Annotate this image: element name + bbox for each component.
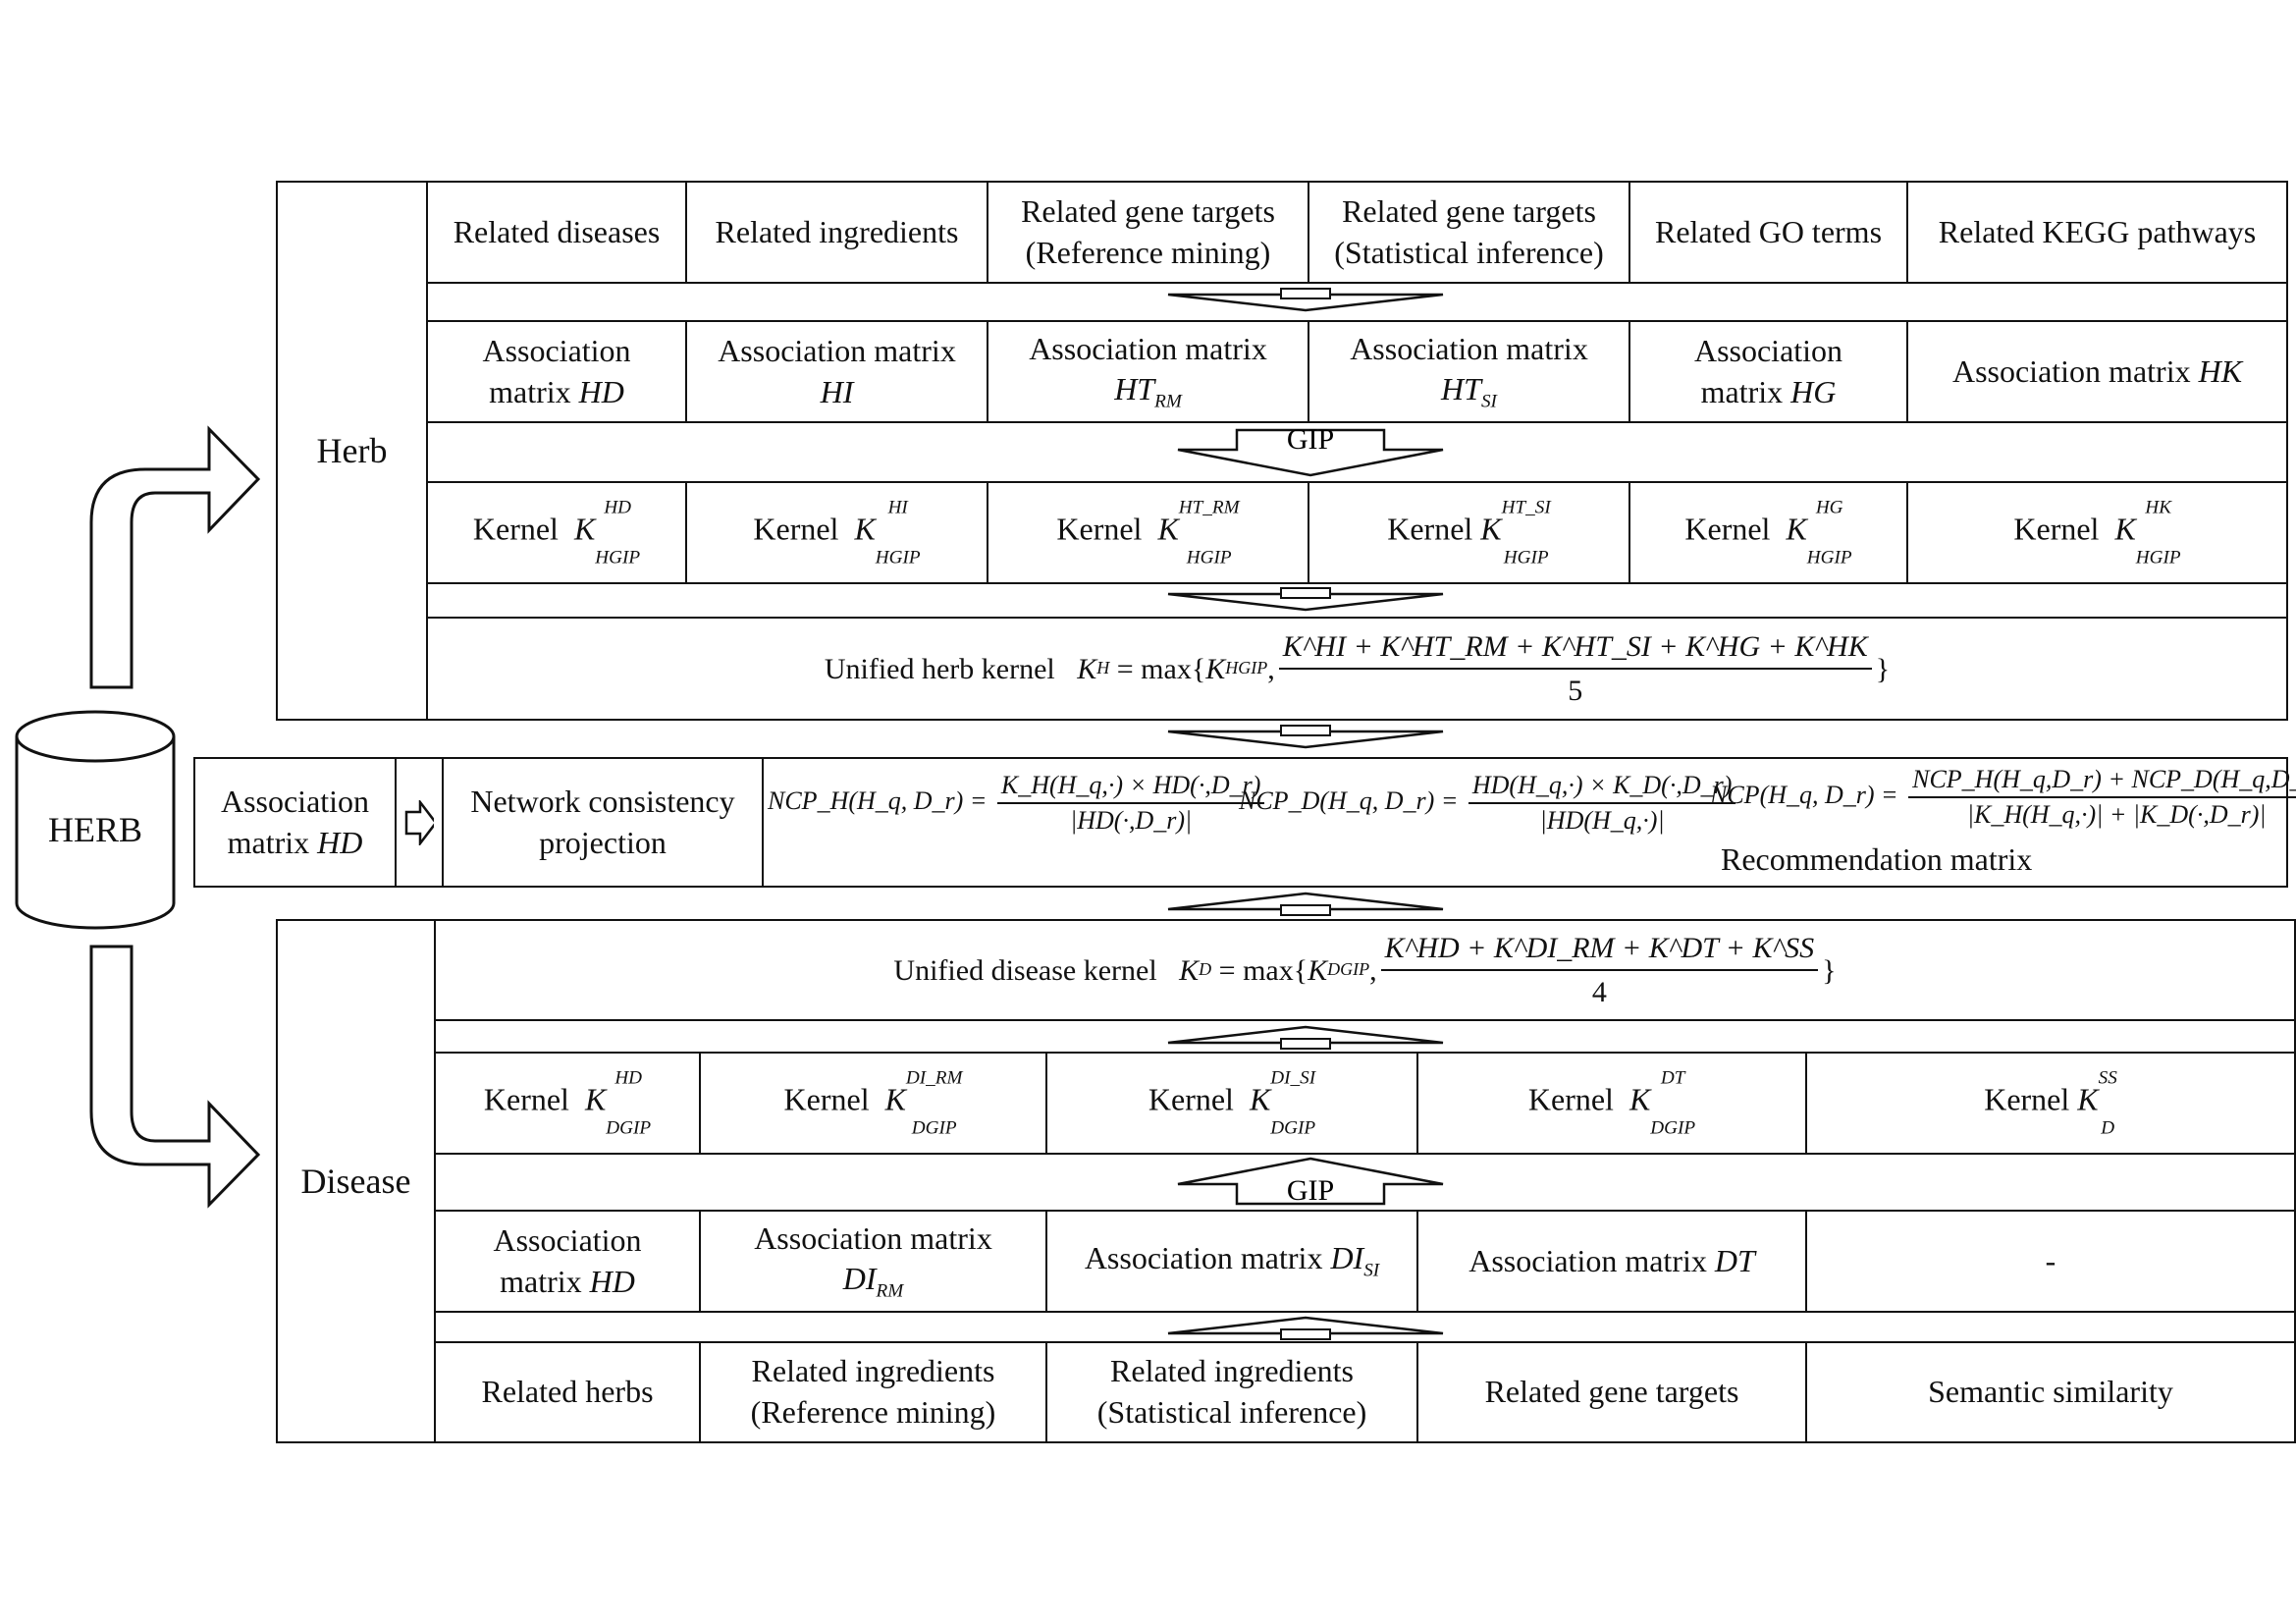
disease-matrix-empty: - <box>1805 1210 2296 1313</box>
disease-source-herbs: Related herbs <box>434 1341 701 1443</box>
disease-source-targets: Related gene targets <box>1416 1341 1807 1443</box>
herb-database-icon <box>15 710 176 930</box>
herb-arrow-kernels-to-unified <box>1167 587 1444 612</box>
disease-gip-label: GIP <box>1287 1174 1334 1207</box>
herb-label-cell: Herb <box>276 181 428 721</box>
disease-arrow-kernels-to-unified <box>1167 1025 1444 1050</box>
herb-matrix-hk: Association matrix HK <box>1906 320 2288 423</box>
disease-label-cell: Disease <box>276 919 436 1443</box>
herb-arrow-sources-to-matrices <box>1167 288 1444 312</box>
recommendation-matrix-label: Recommendation matrix <box>1721 841 2033 877</box>
disease-source-semantic: Semantic similarity <box>1805 1341 2296 1443</box>
herb-gip-arrow: GIP <box>1177 428 1444 477</box>
disease-source-ingredients-rm: Related ingredients (Reference mining) <box>699 1341 1047 1443</box>
herb-matrix-hd: Association matrix HD <box>426 320 687 423</box>
disease-matrix-dt: Association matrix DT <box>1416 1210 1807 1313</box>
ncp-formula-cell <box>762 757 2288 888</box>
disease-arrow-sources-to-matrices <box>1167 1316 1444 1340</box>
ncp-label: Network consistency projection <box>442 757 764 888</box>
herb-gip-label: GIP <box>1287 428 1334 456</box>
herb-source-ingredients: Related ingredients <box>685 181 988 284</box>
herb-matrix-ht-rm: Association matrix HTRM <box>987 320 1309 423</box>
disease-matrix-di-rm: Association matrix DIRM <box>699 1210 1047 1313</box>
herb-label: Herb <box>316 431 388 470</box>
disease-source-ingredients-si: Related ingredients (Statistical inferen… <box>1045 1341 1418 1443</box>
right-arrow-icon <box>404 799 434 845</box>
ncp-h-formula: NCP_H(H_q, D_r) = K_H(H_q,·) × HD(·,D_r)… <box>768 771 1268 836</box>
herb-matrix-hg: Association matrix HG <box>1629 320 1908 423</box>
herb-source-targets-rm: Related gene targets (Reference mining) <box>987 181 1309 284</box>
center-assoc-matrix-hd: Association matrix HD <box>193 757 397 888</box>
disease-matrix-hd: Association matrix HD <box>434 1210 701 1313</box>
arrow-cell <box>395 757 444 888</box>
curved-arrow-to-disease <box>89 945 261 1209</box>
disease-gip-arrow: GIP <box>1177 1157 1444 1207</box>
disease-label: Disease <box>300 1162 411 1201</box>
herb-source-targets-si: Related gene targets (Statistical infere… <box>1308 181 1630 284</box>
ncp-d-formula: NCP_D(H_q, D_r) = HD(H_q,·) × K_D(·,D_r)… <box>1239 771 1739 836</box>
herb-source-go: Related GO terms <box>1629 181 1908 284</box>
herb-database-label: HERB <box>47 809 142 849</box>
disease-matrix-di-si: Association matrix DISI <box>1045 1210 1418 1313</box>
herb-arrow-to-ncp <box>1167 725 1444 749</box>
herb-matrix-ht-si: Association matrix HTSI <box>1308 320 1630 423</box>
ncp-formula: NCP(H_q, D_r) = NCP_H(H_q,D_r) + NCP_D(H… <box>1710 765 2296 830</box>
curved-arrow-to-herb <box>89 425 261 689</box>
disease-arrow-to-ncp <box>1167 892 1444 916</box>
herb-source-diseases: Related diseases <box>426 181 687 284</box>
herb-matrix-hi: Association matrix HI <box>685 320 988 423</box>
herb-source-kegg: Related KEGG pathways <box>1906 181 2288 284</box>
